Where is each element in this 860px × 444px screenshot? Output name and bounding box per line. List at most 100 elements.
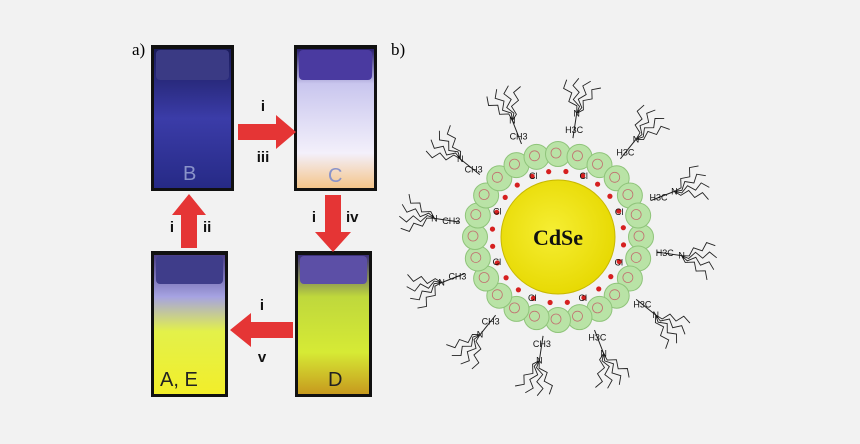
arrow-d-to-ae-top: i [260,297,264,314]
alkyl-chain [681,251,717,260]
ligand-n-label: N [477,330,484,340]
ligand-n-label: N [600,348,607,358]
alkyl-chain [430,139,461,160]
ligand-n-label: N [438,278,445,288]
vial-b-label: B [183,163,196,185]
arrow-c-to-d: i iv [312,195,359,252]
ligand-bond [594,329,605,354]
alkyl-chain [595,353,606,388]
alkyl-chain [425,150,461,161]
alkyl-chain [401,204,435,219]
ligand-bond [511,120,522,145]
ligand-bond [441,273,466,284]
vial-d-cap [300,256,367,284]
vial-d-label: D [328,369,342,391]
alkyl-chain [634,104,645,140]
oxygen-dot [515,287,521,293]
chloride-label: Cl [528,293,537,303]
arrow-b-to-c-shape [238,115,296,149]
alkyl-chain [503,85,515,121]
alkyl-chain [674,165,699,192]
ligand-methyl-label: CH3 [448,271,466,281]
shell-bead [523,143,550,170]
ligand-bond [572,113,578,139]
ligand-n-label: N [573,108,580,118]
shell-bead-inner [491,171,503,183]
chloride-label: Cl [615,258,624,268]
oxygen-dot [596,286,602,292]
oxygen-dot [529,173,535,179]
oxygen-dot [620,225,626,231]
alkyl-chain [446,125,462,160]
vial-ae: A, E [151,251,228,397]
alkyl-chain [486,96,513,121]
vial-b: B [151,45,234,191]
ligand-methyl-label: H3C [656,248,675,258]
ligand-n-label: N [652,310,659,320]
panel-a-label: a) [132,40,146,59]
ligand-bond [619,138,637,160]
oxygen-dot [581,295,587,301]
alkyl-chain [635,109,656,140]
alkyl-chain [438,130,461,160]
shell-bead [625,202,652,229]
ligand-methyl-label: CH3 [465,165,483,175]
oxygen-dot [616,208,622,214]
shell-bead-inner [550,313,562,325]
ligand-n-label: N [678,251,685,261]
cdse-core [500,179,616,295]
alkyl-chain [655,314,678,344]
alkyl-chain [400,217,435,232]
alkyl-chain [535,360,544,396]
ligand-bond [538,335,544,361]
alkyl-chain [655,314,686,335]
arrow-c-to-d-right: iv [346,209,359,226]
ligand-methyl-label: H3C [588,333,607,343]
alkyl-chain [635,125,670,141]
ligand-chains [399,78,717,396]
shell-bead [464,245,491,272]
oxygen-dot [514,182,520,188]
alkyl-chain [525,360,540,394]
alkyl-chain [572,78,581,114]
shell-bead-inner [478,272,490,283]
ligand-methyl-label: CH3 [533,339,551,349]
chloride-label: Cl [493,206,502,216]
alkyl-chain [446,333,481,349]
oxygen-dot [579,173,586,179]
shell-bead-inner [509,302,520,314]
shell-bead-inner [470,252,482,263]
cdse-core-label: CdSe [533,225,583,250]
vial-b-cap [156,50,229,80]
chloride-label: Cl [615,207,624,217]
alkyl-chain [674,189,709,200]
ligand-n-label: N [509,116,516,126]
alkyl-chain [603,353,622,385]
arrow-c-to-d-shape [315,195,351,252]
shell-bead-inner [529,150,540,162]
shell-bead-inner [572,150,583,162]
shell-bead-inner [609,289,621,301]
chloride-label: Cl [579,171,588,181]
panel-b-label: b) [391,40,406,59]
ligand-methyl-label: CH3 [510,131,528,141]
vial-c-label: C [328,165,342,187]
vial-d: D [295,251,372,397]
shell-bead-inner [529,310,540,322]
arrow-ae-to-b-right: ii [203,219,211,236]
alkyl-chain [576,80,591,114]
oxygen-dot [494,209,500,216]
oxygen-dot [607,193,613,199]
chloride-label: Cl [529,171,538,181]
alkyl-chain [601,353,613,389]
arrow-ae-to-b-shape [172,194,206,248]
shell-bead [566,304,593,331]
arrow-d-to-ae-bottom: v [258,349,267,366]
shell-bead-inner [550,147,562,159]
ligand-methyl-label: H3C [616,148,635,158]
alkyl-chain [451,334,481,357]
